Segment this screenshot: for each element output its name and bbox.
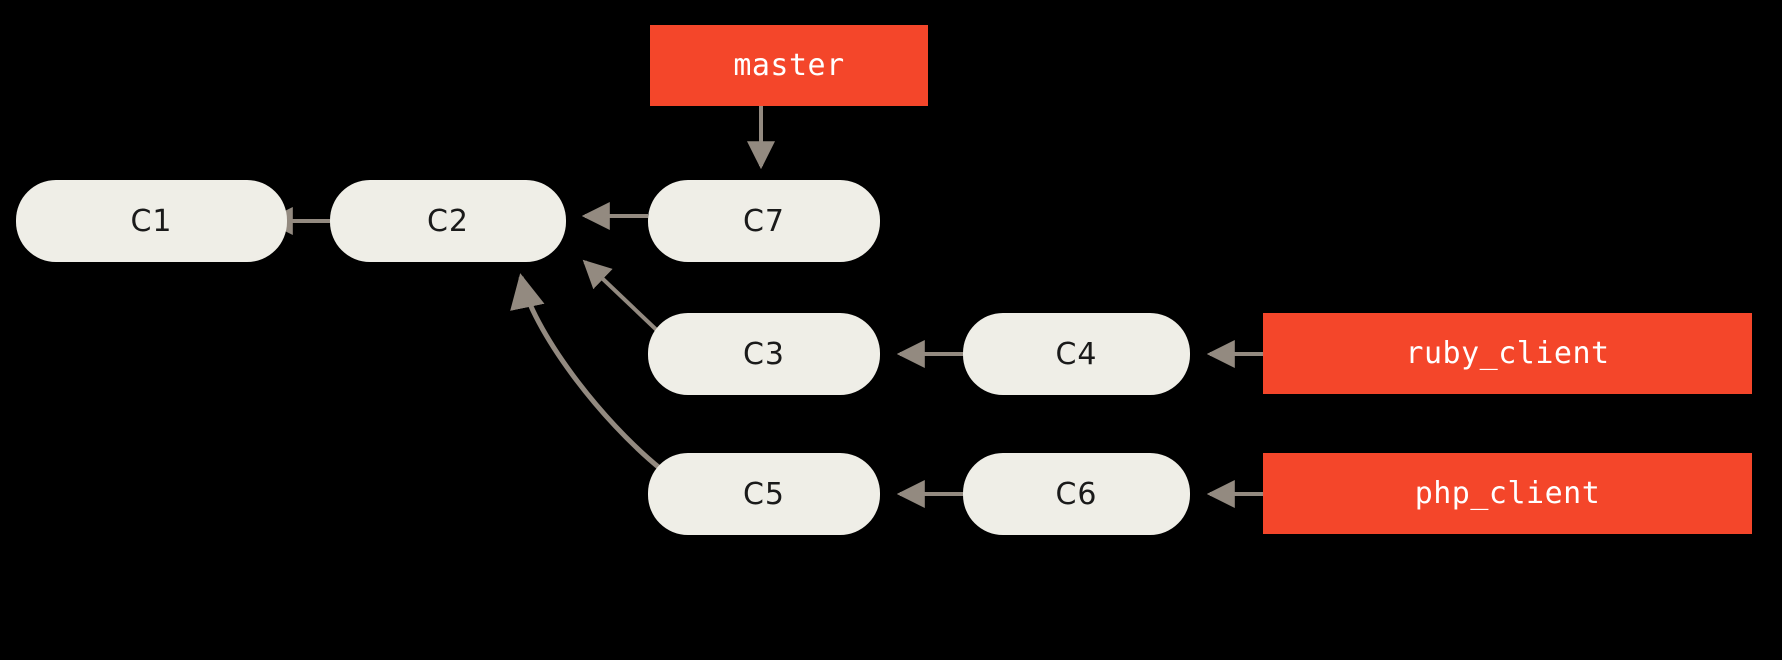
edge-c5-to-c2 — [510, 273, 664, 472]
commit-label: C7 — [742, 203, 786, 239]
branch-label-text: ruby_client — [1405, 336, 1610, 371]
commit-label: C3 — [742, 336, 786, 372]
branch-label-text: php_client — [1414, 476, 1601, 511]
edge-paths — [264, 106, 1263, 508]
commit-node-c6[interactable]: C6 — [963, 453, 1190, 535]
commit-label: C2 — [426, 203, 470, 239]
commit-node-c4[interactable]: C4 — [963, 313, 1190, 395]
branch-label-text: master — [733, 48, 845, 83]
commit-label: C5 — [742, 476, 786, 512]
commit-label: C1 — [130, 203, 173, 239]
branch-label-php-client[interactable]: php_client — [1263, 453, 1752, 534]
commit-label: C4 — [1055, 336, 1098, 372]
commit-node-c2[interactable]: C2 — [330, 180, 566, 262]
commit-label: C6 — [1055, 476, 1098, 512]
commit-node-c1[interactable]: C1 — [16, 180, 287, 262]
branch-label-ruby-client[interactable]: ruby_client — [1263, 313, 1752, 394]
branch-label-master[interactable]: master — [650, 25, 928, 106]
commit-node-c7[interactable]: C7 — [648, 180, 880, 262]
edge-c3-to-c2 — [582, 259, 666, 339]
commit-node-c5[interactable]: C5 — [648, 453, 880, 535]
commit-node-c3[interactable]: C3 — [648, 313, 880, 395]
